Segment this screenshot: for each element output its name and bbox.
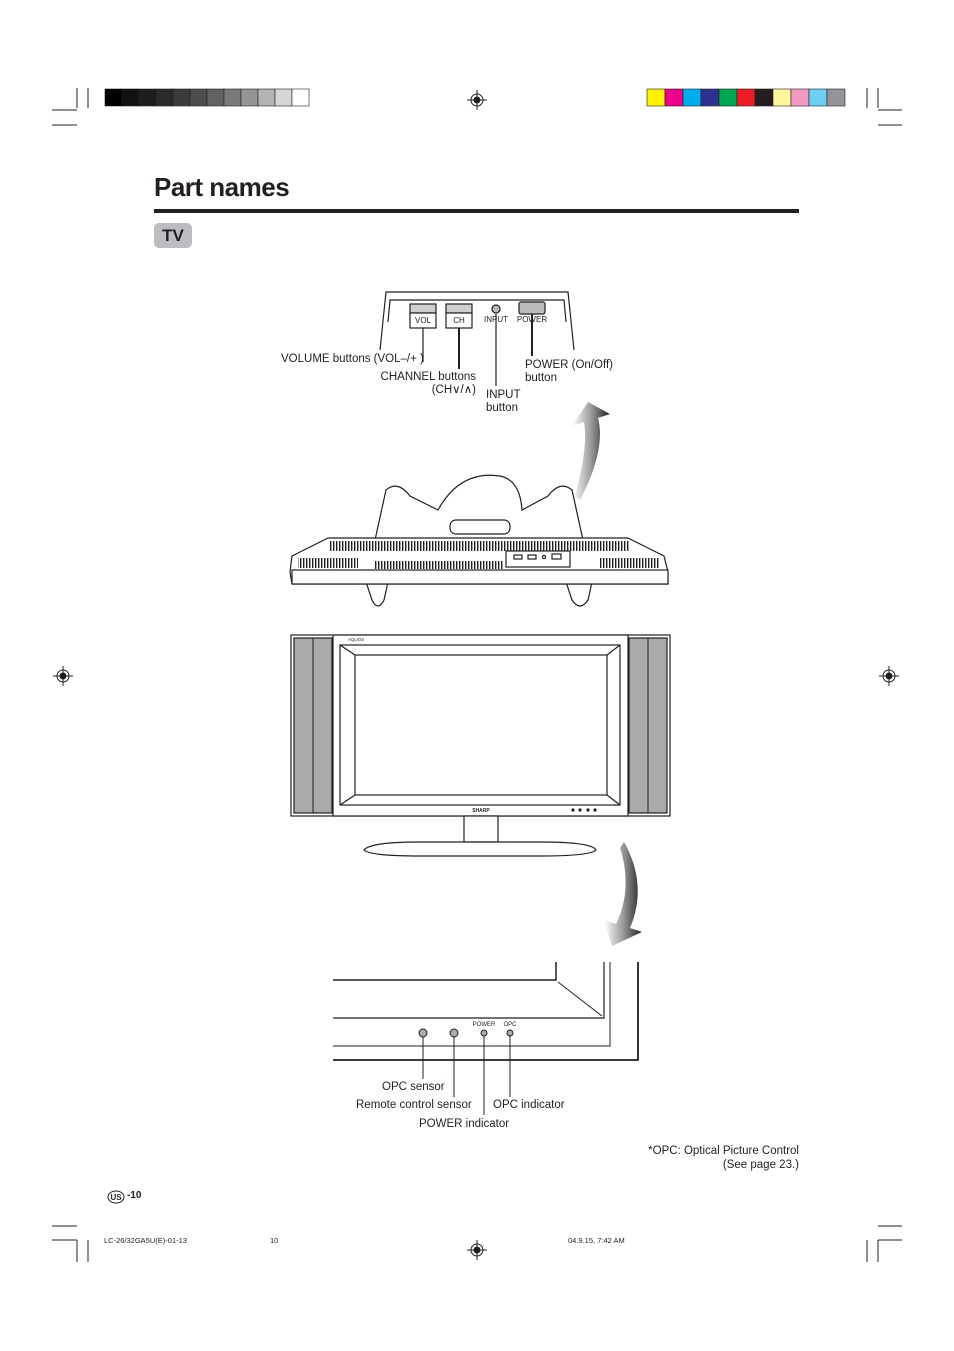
input-button-label-2: button — [486, 402, 518, 414]
opc-sensor-label: OPC sensor — [382, 1081, 445, 1093]
page-number: -10 — [127, 1190, 142, 1201]
power-print: POWER — [517, 315, 547, 324]
sharp-logo: SHARP — [472, 808, 490, 814]
volume-buttons-label: VOLUME buttons (VOL–/+ ) — [281, 353, 424, 365]
power-indicator-label: POWER indicator — [419, 1118, 510, 1130]
vol-print: VOL — [415, 316, 432, 325]
slug-file: LC-26/32GA5U(E)-01-13 — [104, 1236, 187, 1245]
control-panel-closeup — [379, 291, 575, 386]
gray-swatch — [291, 88, 310, 107]
tv-front-view — [290, 634, 671, 857]
color-calibration-bar — [646, 88, 846, 107]
indicator-panel-closeup — [333, 962, 639, 1115]
volume-button — [409, 303, 437, 314]
svg-text:US: US — [110, 1193, 122, 1202]
curved-arrow-down-icon — [604, 842, 642, 946]
remote-control-sensor — [449, 1028, 459, 1038]
input-button-label-1: INPUT — [486, 389, 521, 401]
channel-buttons-label-1: CHANNEL buttons — [380, 371, 476, 383]
page-title: Part names — [154, 172, 290, 202]
input-button — [491, 304, 501, 314]
power-indicator — [480, 1029, 488, 1037]
opc-sensor — [418, 1028, 428, 1038]
title-rule — [154, 209, 799, 213]
channel-buttons-label-2: (CH∨/∧) — [431, 384, 476, 396]
section-badge: TV — [154, 223, 192, 248]
power-button — [518, 301, 546, 315]
tv-top-view — [289, 474, 669, 607]
footnote-line-1: *OPC: Optical Picture Control — [648, 1145, 799, 1157]
curved-arrow-up-icon — [572, 402, 610, 500]
power-button-label-2: button — [525, 372, 557, 384]
aquos-mark: AQUOS — [348, 637, 364, 642]
gray-calibration-bar — [104, 88, 310, 107]
slug-date: 04.9.15, 7:42 AM — [568, 1236, 625, 1245]
stand-base — [363, 841, 597, 857]
channel-button — [445, 303, 473, 314]
opc-indicator — [506, 1029, 514, 1037]
ch-print: CH — [453, 316, 465, 325]
power-print-front: POWER — [473, 1022, 496, 1028]
color-swatch — [826, 88, 846, 107]
slug-page: 10 — [270, 1236, 279, 1245]
remote-control-sensor-label: Remote control sensor — [356, 1099, 472, 1111]
footnote-line-2: (See page 23.) — [722, 1159, 799, 1171]
power-button-label-1: POWER (On/Off) — [525, 359, 613, 371]
stand-neck — [463, 815, 499, 843]
opc-indicator-label: OPC indicator — [493, 1099, 565, 1111]
region-badge: US — [107, 1190, 125, 1204]
input-print: INPUT — [484, 315, 508, 324]
opc-print-front: OPC — [503, 1022, 517, 1028]
